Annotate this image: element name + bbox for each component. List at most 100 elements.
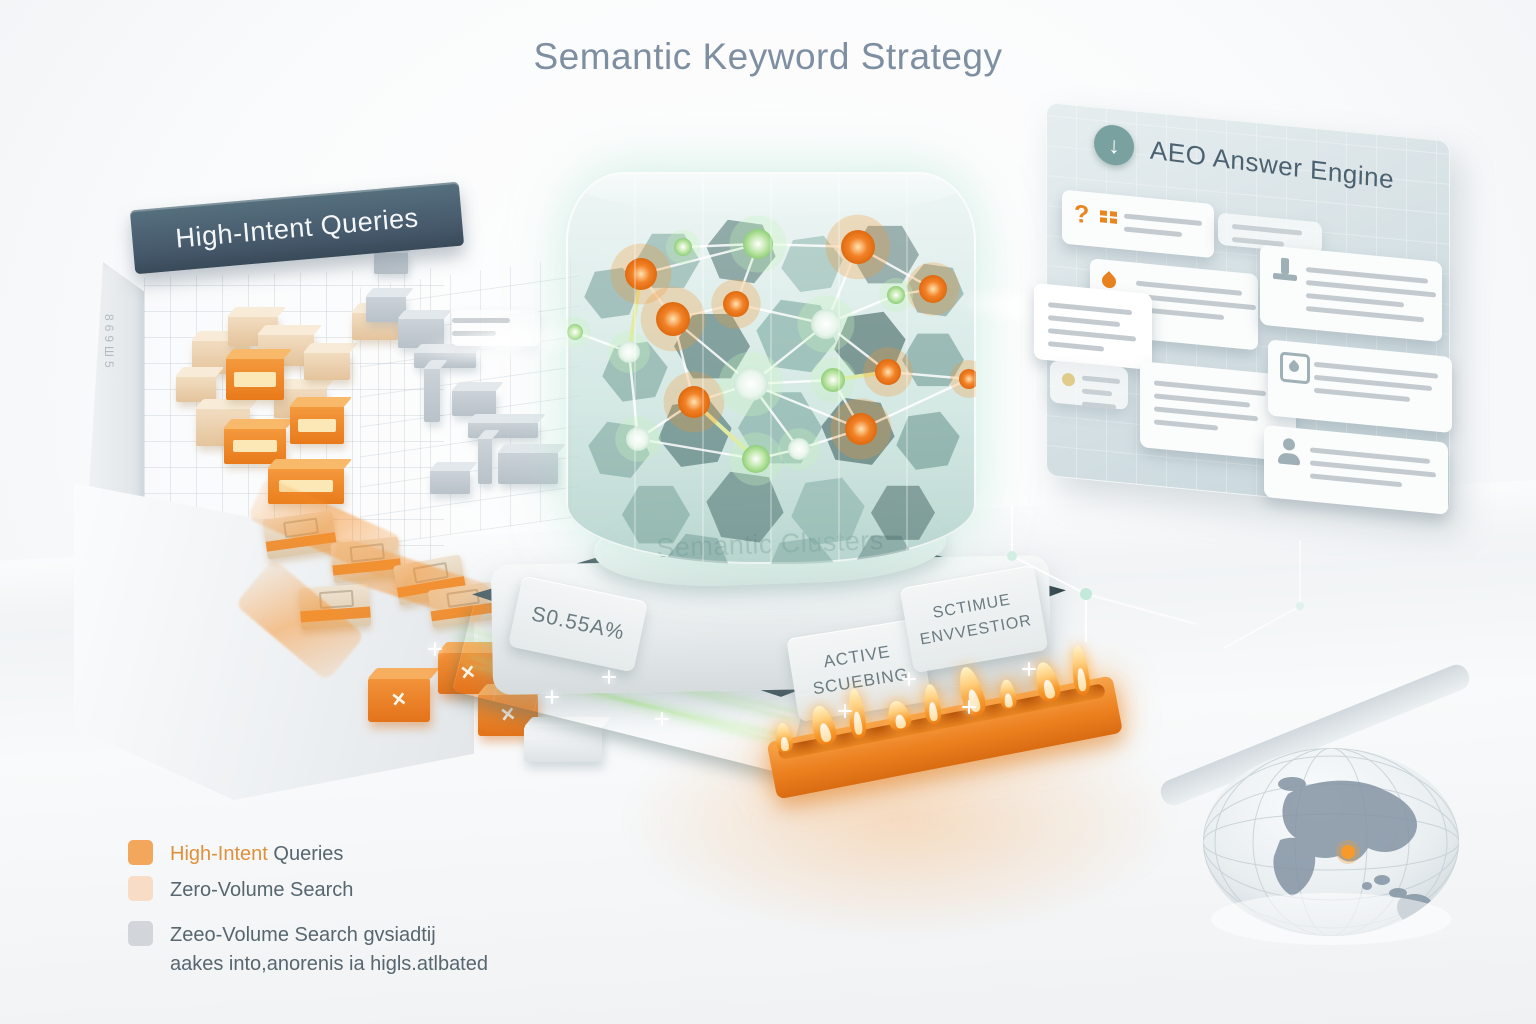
network-node-green (743, 229, 773, 259)
card-line (1136, 280, 1242, 296)
hex-block (701, 467, 788, 547)
sparkle-icon (428, 642, 442, 656)
network-node-orange (919, 275, 947, 303)
legend-item: High-Intent Queries (128, 840, 488, 869)
globe (1203, 748, 1459, 945)
network-edge (857, 245, 934, 291)
network-edge (825, 293, 897, 326)
aeo-panel-title: AEO Answer Engine (1149, 134, 1395, 194)
hex-block (662, 530, 733, 564)
hex-block (584, 418, 653, 482)
package-box-orange (226, 358, 284, 400)
hex-block (903, 260, 968, 320)
card-line (1082, 401, 1116, 410)
sparkle-icon (545, 690, 559, 704)
hex-block (674, 314, 750, 379)
answer-card (1050, 360, 1128, 410)
network-edge (627, 273, 643, 353)
person-icon (1276, 437, 1302, 466)
continents (1273, 777, 1434, 923)
aeo-panel-header: ↓ AEO Answer Engine (1093, 122, 1395, 200)
high-intent-banner: High-Intent Queries (129, 181, 465, 275)
gray-cube (478, 438, 492, 484)
network-node-orange (845, 413, 877, 445)
hex-block (851, 225, 919, 284)
hex-block (777, 232, 846, 296)
legend-item: Zeeo-Volume Search gvsiadtij aakes into,… (128, 921, 488, 979)
hex-block (830, 307, 910, 381)
aeo-panel: ↓ AEO Answer Engine ? (1034, 102, 1452, 515)
card-line (1154, 406, 1258, 422)
hex-block (738, 392, 822, 464)
hex-block (622, 485, 690, 544)
box-label (232, 440, 278, 453)
network-edge (860, 377, 970, 431)
network-node-green (821, 368, 845, 392)
package-box-beige (304, 352, 350, 380)
network-edge (693, 382, 752, 404)
hex-block (581, 264, 643, 322)
sparkle-icon (1022, 662, 1036, 676)
network-edge (627, 351, 640, 440)
network-edge (682, 242, 759, 249)
network-edge (734, 243, 760, 305)
network-edge (824, 246, 860, 325)
network-edge (672, 302, 737, 321)
network-node-green (734, 367, 768, 401)
network-node-green (674, 238, 692, 256)
network-edge (637, 400, 695, 441)
network-edge (798, 427, 862, 451)
white-block (524, 726, 602, 762)
network-edge (692, 400, 758, 461)
answer-card: ? (1062, 189, 1214, 259)
gray-cube (498, 452, 558, 484)
document-droplet-icon (1280, 351, 1310, 385)
hex-blocks (566, 172, 976, 564)
box-label (234, 372, 276, 387)
card-line (1306, 306, 1424, 323)
hex-block (817, 393, 900, 469)
metric-value: S0.55A% (529, 602, 627, 646)
card-line (1154, 380, 1266, 397)
network-edge (757, 242, 859, 249)
hex-block (598, 338, 672, 406)
network-edge (832, 370, 889, 382)
hex-block (871, 485, 935, 540)
podium-icon (1272, 257, 1298, 286)
dot-icon (1062, 372, 1075, 387)
network-edge (750, 323, 827, 385)
sparkle-icon (838, 704, 852, 718)
card-line (1154, 419, 1218, 431)
down-arrow-circle-icon: ↓ (1093, 122, 1135, 168)
grid-icon (1100, 210, 1107, 216)
card-line (1048, 341, 1104, 352)
network-edge (825, 323, 889, 373)
card-line (1124, 213, 1202, 227)
network-edge (887, 370, 970, 381)
card-line (1306, 293, 1404, 308)
location-dot-icon (1341, 845, 1355, 859)
legend-swatch-gray (128, 921, 153, 946)
hex-block (902, 333, 964, 387)
legend-item: Zero-Volume Search (128, 876, 488, 905)
page-title: Semantic Keyword Strategy (533, 36, 1003, 77)
rejected-block: × (368, 678, 430, 722)
card-line (452, 318, 510, 323)
network-node-green (742, 445, 770, 473)
x-icon: × (390, 685, 408, 714)
network-node-orange (875, 359, 901, 385)
hex-block (702, 215, 780, 287)
network-edge (640, 273, 674, 320)
card-line (1048, 328, 1136, 342)
sparkle-icon (602, 670, 616, 684)
semantic-cluster-cylinder (566, 172, 976, 564)
box-label (297, 418, 337, 432)
network-edge (831, 379, 863, 430)
question-icon: ? (1074, 199, 1090, 230)
sparkle-icon (902, 672, 916, 686)
hex-block (856, 535, 916, 564)
network-edge (672, 318, 752, 385)
gray-cube (424, 368, 440, 422)
hex-block (654, 395, 737, 471)
network-node-orange (625, 258, 657, 290)
